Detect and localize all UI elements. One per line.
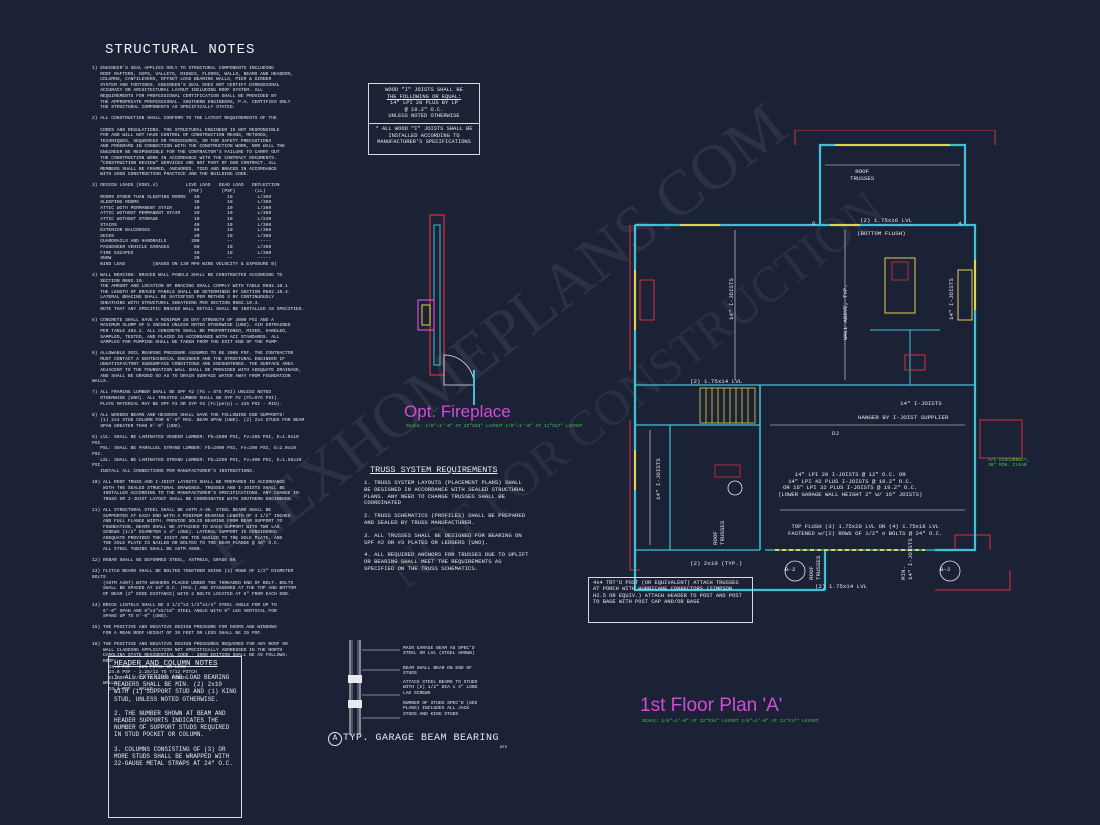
fireplace-wall-cyan bbox=[433, 224, 441, 366]
label-joists-lower-left: 14" I-JOISTS bbox=[655, 458, 662, 500]
label-roof-trusses-top: ROOF TRUSSES bbox=[850, 168, 874, 182]
truss-requirement-4: 4. ALL REQUIRED ANCHORS FOR TRUSSES DUE … bbox=[364, 551, 529, 572]
kitchen-counter bbox=[957, 269, 973, 321]
ac-disconnect-note: A/C DISCONNECT, 30" MIN. CLEAR bbox=[988, 458, 1030, 468]
label-roof-trusses-garage: ROOF TRUSSES bbox=[808, 555, 822, 580]
header-column-note-1: 1. ALL EXTERIOR AND LOAD BEARING HEADERS… bbox=[114, 674, 237, 703]
wood-joist-note-line-1: WOOD "I" JOISTS SHALL BE bbox=[385, 87, 463, 93]
fireplace-detail-drawing bbox=[417, 214, 475, 405]
wood-joist-note-line-3: 14" LPI 20 PLUS BY LP bbox=[390, 100, 458, 107]
fireplace-scale: SCALE: 1/8"=1'-0" AT 22"X34" LAYOUT 1/8"… bbox=[406, 424, 583, 429]
label-b2-right: B-2 bbox=[940, 566, 951, 573]
floor-plan-scale: SCALE: 1/8"=1'-0" AT 22"X34" LAYOUT 1/8"… bbox=[642, 719, 819, 724]
beam-mark-right bbox=[939, 560, 961, 582]
header-column-notes-title: HEADER AND COLUMN NOTES bbox=[114, 660, 218, 668]
wall-right-garage bbox=[935, 385, 977, 552]
kitchen-island bbox=[884, 257, 916, 314]
label-dj: DJ bbox=[832, 430, 839, 437]
roof-outline-bottom-left bbox=[629, 420, 640, 571]
truss-requirements-title: TRUSS SYSTEM REQUIREMENTS bbox=[370, 465, 498, 475]
wood-joist-note-line-5: UNLESS NOTED OTHERWISE bbox=[388, 113, 460, 120]
label-text: TOP FLUSH (3) 1.75x20 LVL OR (4) 1.75x18… bbox=[788, 523, 943, 537]
detail-marker: A bbox=[328, 732, 342, 746]
wall-left bbox=[633, 225, 825, 592]
truss-requirement-1: 1. TRUSS SYSTEM LAYOUTS (PLACEMENT PLANS… bbox=[364, 479, 526, 507]
floor-plan-title: 1st Floor Plan 'A' bbox=[640, 695, 783, 716]
label-roof-trusses-side: ROOF TRUSSES bbox=[712, 520, 726, 545]
toilet bbox=[727, 480, 743, 496]
porch-post-note-box: 4x4 TRT'D POST (OR EQUIVALENT) ATTACH TR… bbox=[588, 577, 753, 623]
label-min-joists: MIN. 14" I-JOISTS bbox=[900, 538, 914, 580]
truss-requirement-2: 2. TRUSS SCHEMATICS (PROFILES) SHALL BE … bbox=[364, 512, 526, 526]
garage-beam-detail-drawing bbox=[348, 640, 400, 735]
kitchen-sink bbox=[891, 261, 909, 281]
refrigerator bbox=[904, 354, 926, 371]
beam-mark-left bbox=[784, 560, 806, 582]
roof-outline-garage bbox=[935, 570, 1011, 591]
label-top-flush: TOP FLUSH (3) 1.75x20 LVL OR (4) 1.75x18… bbox=[788, 523, 943, 537]
garage-beam-detail-title: TYP. GARAGE BEAM BEARING bbox=[343, 733, 500, 744]
label-lvl-mid: (2) 1.75x14 LVL bbox=[690, 378, 743, 385]
label-post-4: 4 bbox=[958, 220, 962, 227]
truss-requirements-body: 1. TRUSS SYSTEM LAYOUTS (PLACEMENT PLANS… bbox=[364, 479, 529, 579]
structural-notes-title: STRUCTURAL NOTES bbox=[105, 42, 256, 58]
fireplace-symbol bbox=[639, 279, 655, 321]
fireplace-title: Opt. Fireplace bbox=[404, 402, 511, 421]
windows bbox=[634, 144, 976, 490]
label-garage-joists: 14" LPI 20 I-JOISTS @ 12" O.C. OR 14" LP… bbox=[778, 471, 923, 498]
label-joists-mid: 14" I-JOISTS bbox=[900, 400, 942, 407]
label-post-6: 6 bbox=[812, 220, 816, 227]
header-column-notes-box: HEADER AND COLUMN NOTES 1. ALL EXTERIOR … bbox=[108, 656, 242, 818]
wood-joist-note-line-4: @ 19.2" O.C. bbox=[404, 106, 444, 113]
fireplace-wall-red bbox=[429, 214, 445, 376]
vanity bbox=[714, 464, 741, 478]
wood-joist-note-box: WOOD "I" JOISTS SHALL BE THE FOLLOWING O… bbox=[368, 83, 480, 155]
beam-note-1: MAIN GARAGE BEAM AS SPEC'D STEEL OR LVL … bbox=[403, 646, 475, 657]
fireplace-hearth bbox=[421, 304, 431, 326]
not-to-scale-label: NTS bbox=[500, 746, 508, 750]
wall-top-right bbox=[635, 223, 977, 385]
beam-note-3: ATTACH STEEL BEAMS TO STUDS WITH (2) 1/2… bbox=[403, 680, 478, 696]
wall-upper-bump bbox=[818, 143, 967, 225]
label-wall-above: WALL ABOVE, TYP. bbox=[842, 284, 849, 340]
label-lvl-bottom: (2) 1.75x14 LVL bbox=[815, 583, 868, 590]
beam-note-4: NUMBER OF STUDS SPEC'D (SEE PLANS) INCLU… bbox=[403, 701, 478, 717]
label-b2-left: B-2 bbox=[785, 566, 796, 573]
fireplace-door-swing bbox=[443, 354, 475, 386]
wood-joist-note-line-2: THE FOLLOWING OR EQUAL: bbox=[386, 93, 462, 100]
label-bottom-flush: (BOTTOM FLUSH) bbox=[857, 230, 906, 237]
label-header-2x10: (2) 2x10 (TYP.) bbox=[690, 560, 743, 567]
beam-bolt bbox=[348, 675, 362, 683]
joist-direction-arrows bbox=[649, 164, 965, 545]
label-hanger: HANGER BY I-JOIST SUPPLIER bbox=[858, 414, 949, 421]
structural-notes-body: 1) ENGINEER'S SEAL APPLIES ONLY TO STRUC… bbox=[92, 66, 305, 692]
wood-joist-note-line-6: * ALL WOOD "I" JOISTS SHALL BE INSTALLED… bbox=[369, 122, 479, 146]
label-text: 14" LPI 20 I-JOISTS @ 12" O.C. OR 14" LP… bbox=[778, 471, 923, 498]
staircase bbox=[699, 387, 756, 424]
fireplace-box bbox=[417, 299, 435, 331]
floor-plan-drawing bbox=[629, 130, 1023, 592]
ac-unit bbox=[979, 419, 1023, 459]
label-joists-left: 14" I-JOISTS bbox=[728, 278, 735, 320]
roof-outline-bump bbox=[954, 534, 991, 550]
beam-note-2: BEAM SHALL BEAR ON END OF STUDS bbox=[403, 666, 472, 677]
label-text: ROOF TRUSSES bbox=[850, 168, 875, 182]
roof-outline-top bbox=[794, 130, 996, 145]
header-column-note-3: 3. COLUMNS CONSISTING OF (3) OR MORE STU… bbox=[114, 745, 233, 768]
truss-requirement-3: 3. ALL TRUSSES SHALL BE DESIGNED FOR BEA… bbox=[364, 531, 522, 546]
header-column-note-2: 2. THE NUMBER SHOWN AT BEAM AND HEADER S… bbox=[114, 709, 230, 739]
beam-bolt bbox=[348, 700, 362, 708]
label-lvl-top: (2) 1.75x16 LVL bbox=[860, 217, 913, 224]
label-joists-right: 14" I-JOISTS bbox=[948, 278, 955, 320]
